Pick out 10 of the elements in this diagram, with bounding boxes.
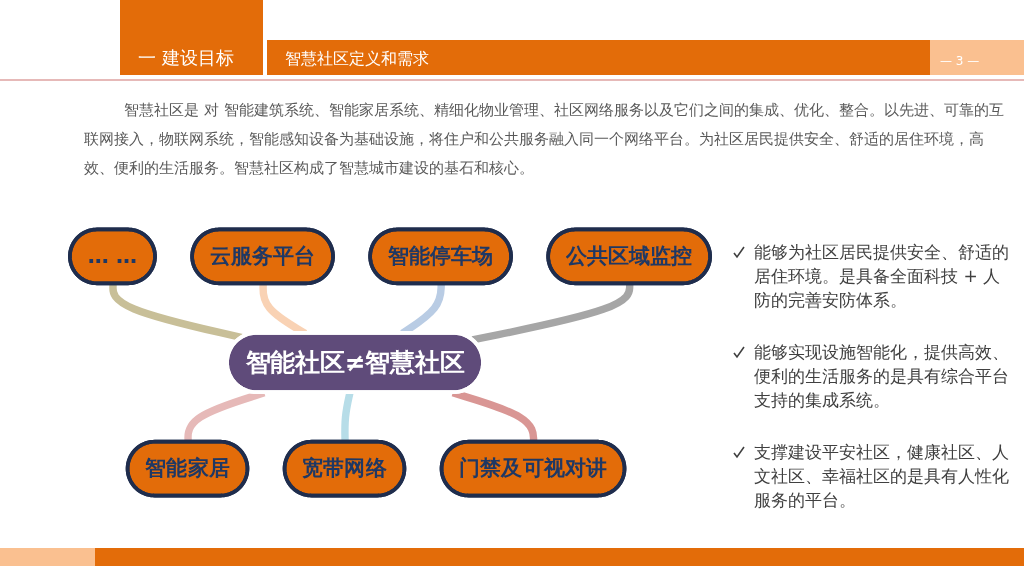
paragraph: 智慧社区是 对 智能建筑系统、智能家居系统、精细化物业管理、社区网络服务以及它们之间的集成、优化、整合。以先进、可靠的互联网接入，物联网系统，智能感知设备为基础设施，将住户和公共服务融入同一个网络平台。为社区居民提供安全、舒适的居住环境，高效、便利的生活服务。智慧社区构成了智慧城市建设的基石和核心。 xyxy=(84,100,1004,179)
connector xyxy=(341,392,354,443)
section-heading: 一 建设目标 xyxy=(138,46,234,70)
bullet-text: 能够为社区居民提供安全、舒适的居住环境。是具备全面科技 + 人防的完善安防体系。 xyxy=(754,241,1010,312)
connector xyxy=(471,283,634,344)
connector xyxy=(109,283,243,342)
page-number: — 3 — xyxy=(940,54,980,68)
bullet-text: 支撑建设平安社区，健康社区、人文社区、幸福社区的是具有人性化服务的平台。 xyxy=(754,441,1010,512)
page-title: 智慧社区定义和需求 xyxy=(285,49,429,70)
bullet-text: 能够实现设施智能化，提供高效、便利的生活服务的是具有综合平台支持的集成系统。 xyxy=(754,341,1010,412)
